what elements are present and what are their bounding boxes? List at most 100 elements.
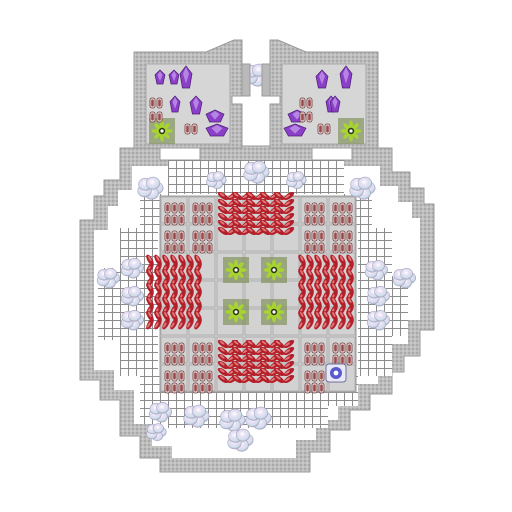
capsule-cell-icon [318,214,325,226]
capsule-cell-icon [192,214,199,226]
crimson-leaf-icon [162,318,170,330]
capsule-cell-icon [339,342,346,354]
crimson-leaf-icon [170,310,178,322]
crimson-leaf-icon [322,318,330,330]
capsule-cell-icon [346,354,353,366]
crimson-leaf-icon [338,296,346,308]
capsule-cell-icon [206,214,213,226]
crystal-cluster-icon [245,406,272,430]
crimson-leaf-icon [178,296,186,308]
capsule-cell-icon [149,111,156,123]
hull-wall-tile [241,63,251,97]
capsule-cell-icon [304,230,311,242]
crimson-leaf-icon [217,226,229,236]
capsule-cell-icon [199,230,206,242]
crimson-leaf-icon [259,374,271,384]
crimson-leaf-icon [217,346,229,356]
crimson-leaf-icon [338,282,346,294]
capsule-cell-icon [346,230,353,242]
crystal-cluster-icon [148,402,172,423]
capsule-cell-icon [304,202,311,214]
crimson-leaf-icon [322,282,330,294]
crimson-leaf-icon [186,296,194,308]
capsule-cell-icon [199,202,206,214]
crimson-leaf-icon [330,318,338,330]
capsule-cell-icon [332,242,339,254]
crystal-cluster-icon [349,176,376,200]
crimson-leaf-icon [283,346,295,356]
capsule-cell-icon [191,123,198,135]
crimson-leaf-icon [217,339,229,349]
capsule-cell-icon [206,382,213,394]
capsule-cell-icon [318,230,325,242]
crimson-leaf-icon [306,268,314,280]
crystal-cluster-icon [206,171,227,190]
crimson-leaf-icon [283,353,295,363]
crimson-leaf-icon [346,310,354,322]
capsule-cell-icon [206,370,213,382]
crimson-leaf-icon [245,198,257,208]
crimson-leaf-icon [283,374,295,384]
violet-gem-icon [205,109,225,123]
capsule-cell-icon [156,111,163,123]
crimson-leaf-icon [314,318,322,330]
crimson-leaf-icon [283,191,295,201]
crystal-cluster-icon [219,408,246,432]
crimson-leaf-icon [178,282,186,294]
capsule-cell-icon [318,354,325,366]
crystal-cluster-icon [227,428,254,452]
crimson-leaf-icon [186,282,194,294]
crimson-leaf-icon [170,254,178,266]
crimson-leaf-icon [231,212,243,222]
capsule-cell-icon [346,242,353,254]
capsule-cell-icon [304,382,311,394]
crimson-leaf-icon [217,353,229,363]
capsule-cell-icon [171,370,178,382]
crimson-leaf-icon [259,226,271,236]
crimson-leaf-icon [259,353,271,363]
capsule-cell-icon [311,382,318,394]
crimson-leaf-icon [231,367,243,377]
capsule-cell-icon [192,342,199,354]
capsule-cell-icon [178,202,185,214]
crimson-leaf-icon [162,282,170,294]
crimson-leaf-icon [283,198,295,208]
crimson-leaf-icon [314,282,322,294]
crystal-cluster-icon [137,176,164,200]
capsule-cell-icon [192,370,199,382]
capsule-cell-icon [199,342,206,354]
crimson-leaf-icon [298,310,306,322]
crimson-leaf-icon [338,318,346,330]
crimson-leaf-icon [154,268,162,280]
crimson-leaf-icon [231,374,243,384]
lime-starburst-icon [223,299,249,325]
violet-gem-icon [179,65,193,89]
crimson-leaf-icon [273,353,285,363]
crimson-leaf-icon [338,310,346,322]
crimson-leaf-icon [231,205,243,215]
crimson-leaf-icon [146,310,154,322]
crimson-leaf-icon [154,310,162,322]
crimson-leaf-icon [259,212,271,222]
capsule-cell-icon [171,214,178,226]
lime-starburst-icon [223,257,249,283]
crimson-leaf-icon [259,346,271,356]
crimson-leaf-icon [338,268,346,280]
crimson-leaf-icon [273,339,285,349]
capsule-cell-icon [192,230,199,242]
crimson-leaf-icon [245,353,257,363]
crimson-leaf-icon [146,296,154,308]
capsule-cell-icon [318,382,325,394]
crimson-leaf-icon [178,268,186,280]
crimson-leaf-icon [154,318,162,330]
crimson-leaf-icon [194,282,202,294]
capsule-cell-icon [171,242,178,254]
crimson-leaf-icon [306,318,314,330]
crimson-leaf-icon [194,318,202,330]
crimson-leaf-icon [306,296,314,308]
capsule-cell-icon [311,230,318,242]
capsule-cell-icon [318,370,325,382]
capsule-cell-icon [199,354,206,366]
